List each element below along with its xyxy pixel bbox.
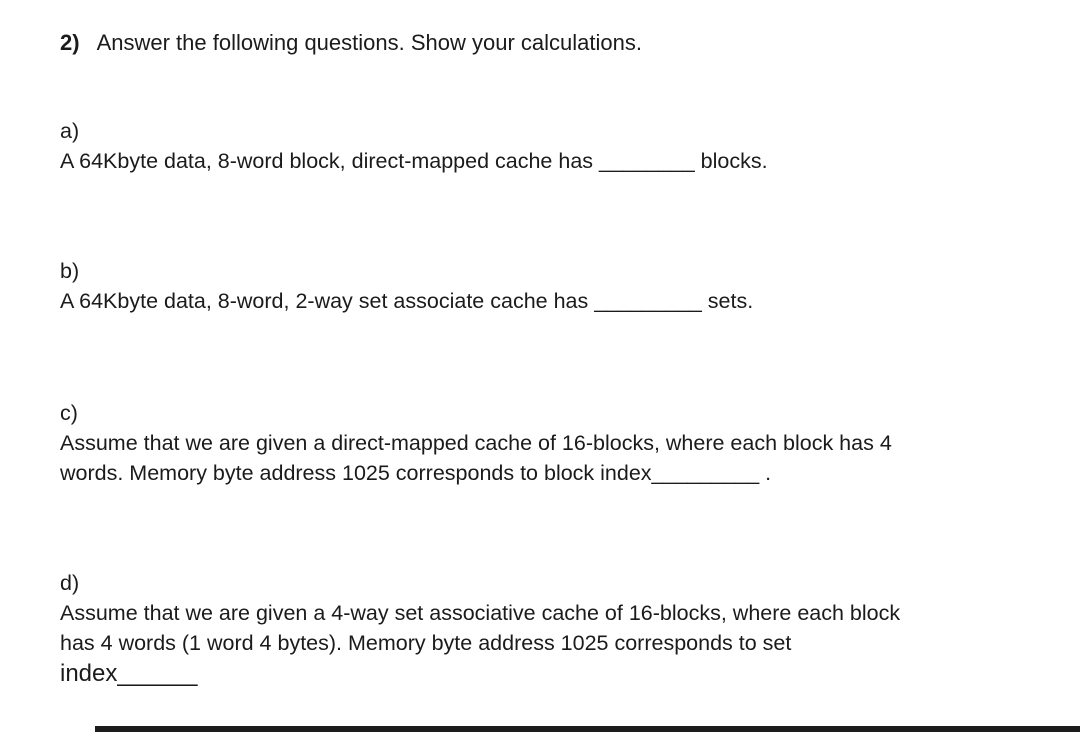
part-d-text-line1: Assume that we are given a 4-way set ass…: [60, 601, 901, 625]
part-c-text-line1: Assume that we are given a direct-mapped…: [60, 431, 892, 455]
part-a-text: A 64Kbyte data, 8-word block, direct-map…: [60, 149, 768, 173]
part-d-answer-blank: index______: [60, 660, 198, 687]
part-a-label: a): [60, 119, 80, 143]
question-heading: 2) Answer the following questions. Show y…: [60, 29, 642, 57]
part-c-label: c): [60, 401, 78, 425]
part-b-text: A 64Kbyte data, 8-word, 2-way set associ…: [60, 289, 754, 313]
question-part-b: b) A 64Kbyte data, 8-word, 2-way set ass…: [60, 256, 753, 316]
question-part-a: a) A 64Kbyte data, 8-word block, direct-…: [60, 116, 768, 176]
clipped-element-edge: [95, 726, 1080, 732]
part-d-text-line2: has 4 words (1 word 4 bytes). Memory byt…: [60, 631, 792, 655]
question-part-d: d) Assume that we are given a 4-way set …: [60, 568, 900, 690]
question-part-c: c) Assume that we are given a direct-map…: [60, 398, 892, 488]
question-number: 2): [60, 30, 80, 55]
part-c-text-line2: words. Memory byte address 1025 correspo…: [60, 461, 772, 485]
part-b-label: b): [60, 259, 80, 283]
part-d-label: d): [60, 571, 80, 595]
question-prompt: Answer the following questions. Show you…: [96, 30, 642, 55]
